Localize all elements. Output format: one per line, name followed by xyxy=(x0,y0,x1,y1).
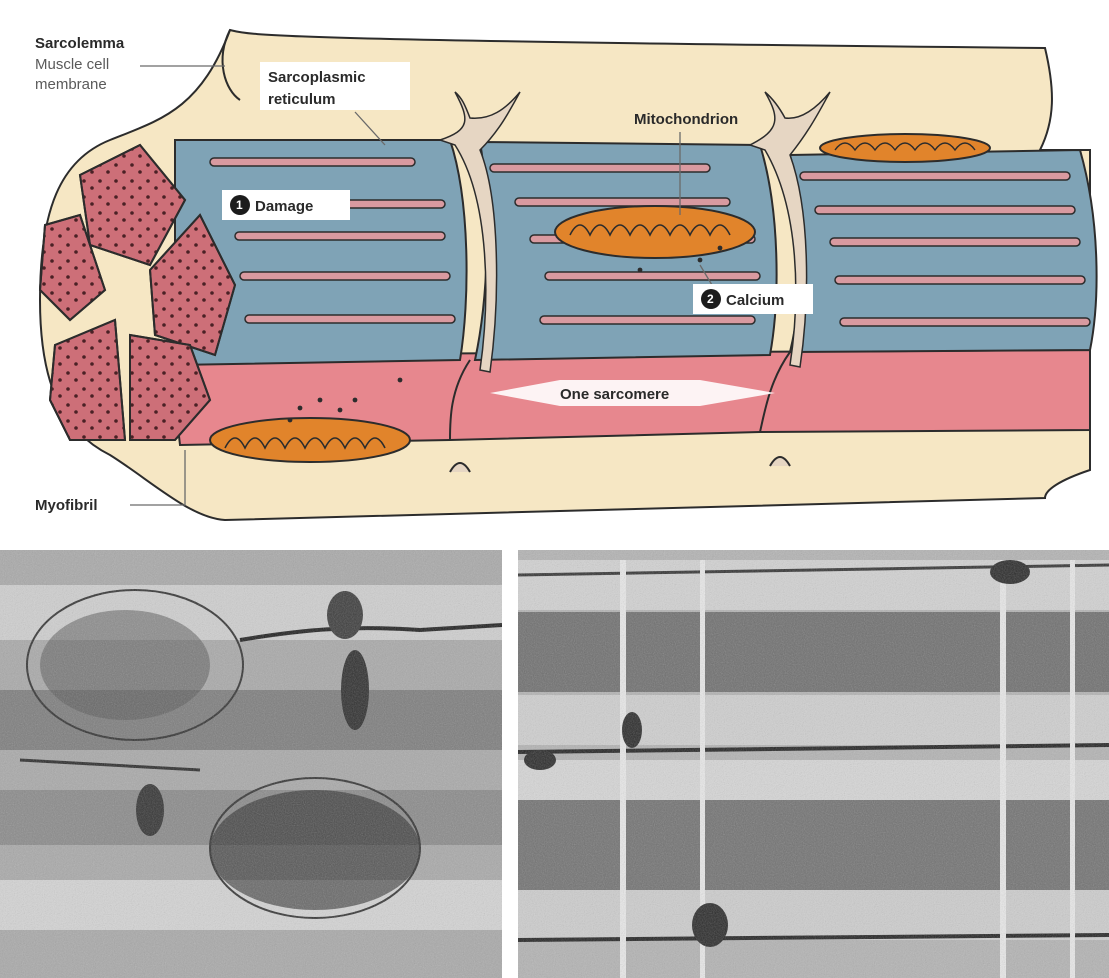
micrograph-damaged xyxy=(0,550,502,978)
calcium-number: 2 xyxy=(707,292,714,306)
label-calcium: Calcium xyxy=(726,292,784,309)
muscle-fiber-illustration xyxy=(40,30,1097,520)
mitochondrion-upper xyxy=(555,206,755,258)
micrograph-normal xyxy=(518,550,1109,978)
label-membrane-2: membrane xyxy=(35,76,107,93)
mitochondrion-lower xyxy=(210,418,410,462)
label-sr-1: Sarcoplasmic xyxy=(268,69,366,86)
label-damage: Damage xyxy=(255,198,313,215)
label-mitochondrion: Mitochondrion xyxy=(634,111,738,128)
label-membrane-1: Muscle cell xyxy=(35,56,109,73)
damage-number: 1 xyxy=(236,198,243,212)
mitochondrion-top-right xyxy=(820,134,990,162)
label-sarcolemma: Sarcolemma xyxy=(35,35,125,52)
label-sarcomere: One sarcomere xyxy=(560,386,669,403)
label-sr-2: reticulum xyxy=(268,91,336,108)
label-myofibril: Myofibril xyxy=(35,497,98,514)
